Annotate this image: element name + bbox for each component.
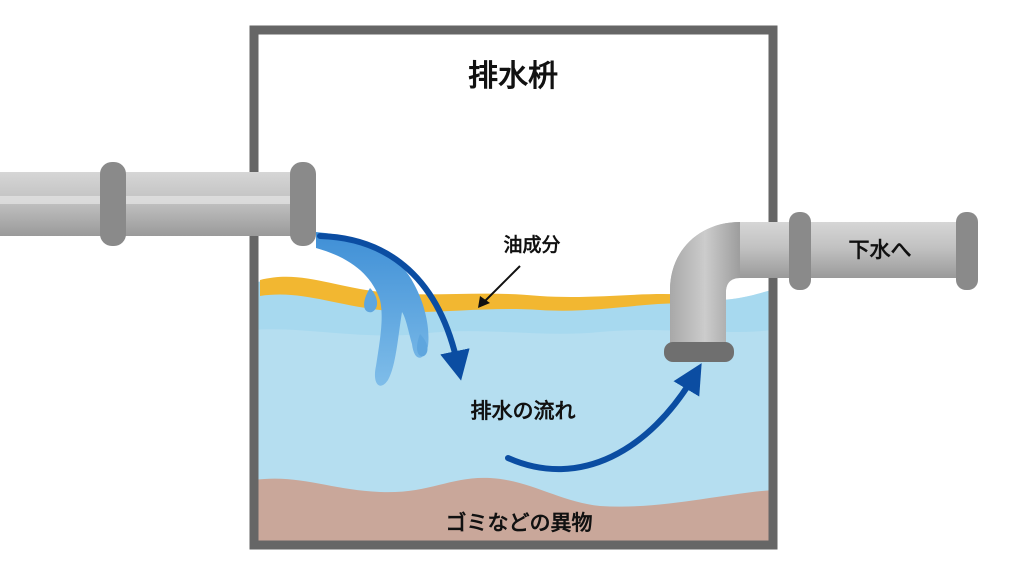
outlet-label: 下水へ: [849, 238, 912, 262]
page-title: 排水枡: [468, 59, 558, 94]
oil-pointer-line: [479, 265, 521, 307]
pipe-outlet-rim: [664, 342, 734, 362]
outlet-pipe: [664, 212, 978, 362]
flow-arrow-down: [317, 233, 470, 381]
flow-label: 排水の流れ: [471, 399, 576, 423]
pipe-joint: [290, 162, 316, 246]
pipe-joint: [100, 162, 126, 246]
water-droplet: [364, 288, 378, 313]
pipe-joint: [956, 212, 978, 290]
oil-pointer-arrowhead: [478, 296, 490, 308]
inlet-pipe: [0, 162, 316, 246]
sediment-label: ゴミなどの異物: [446, 511, 593, 535]
sediment-layer: [254, 477, 773, 545]
flow-arrow-up: [505, 363, 702, 473]
basin-frame: [249, 25, 778, 550]
inflow-stream: [316, 232, 429, 386]
oil-label: 油成分: [503, 233, 560, 256]
pipe-joint: [789, 212, 811, 290]
